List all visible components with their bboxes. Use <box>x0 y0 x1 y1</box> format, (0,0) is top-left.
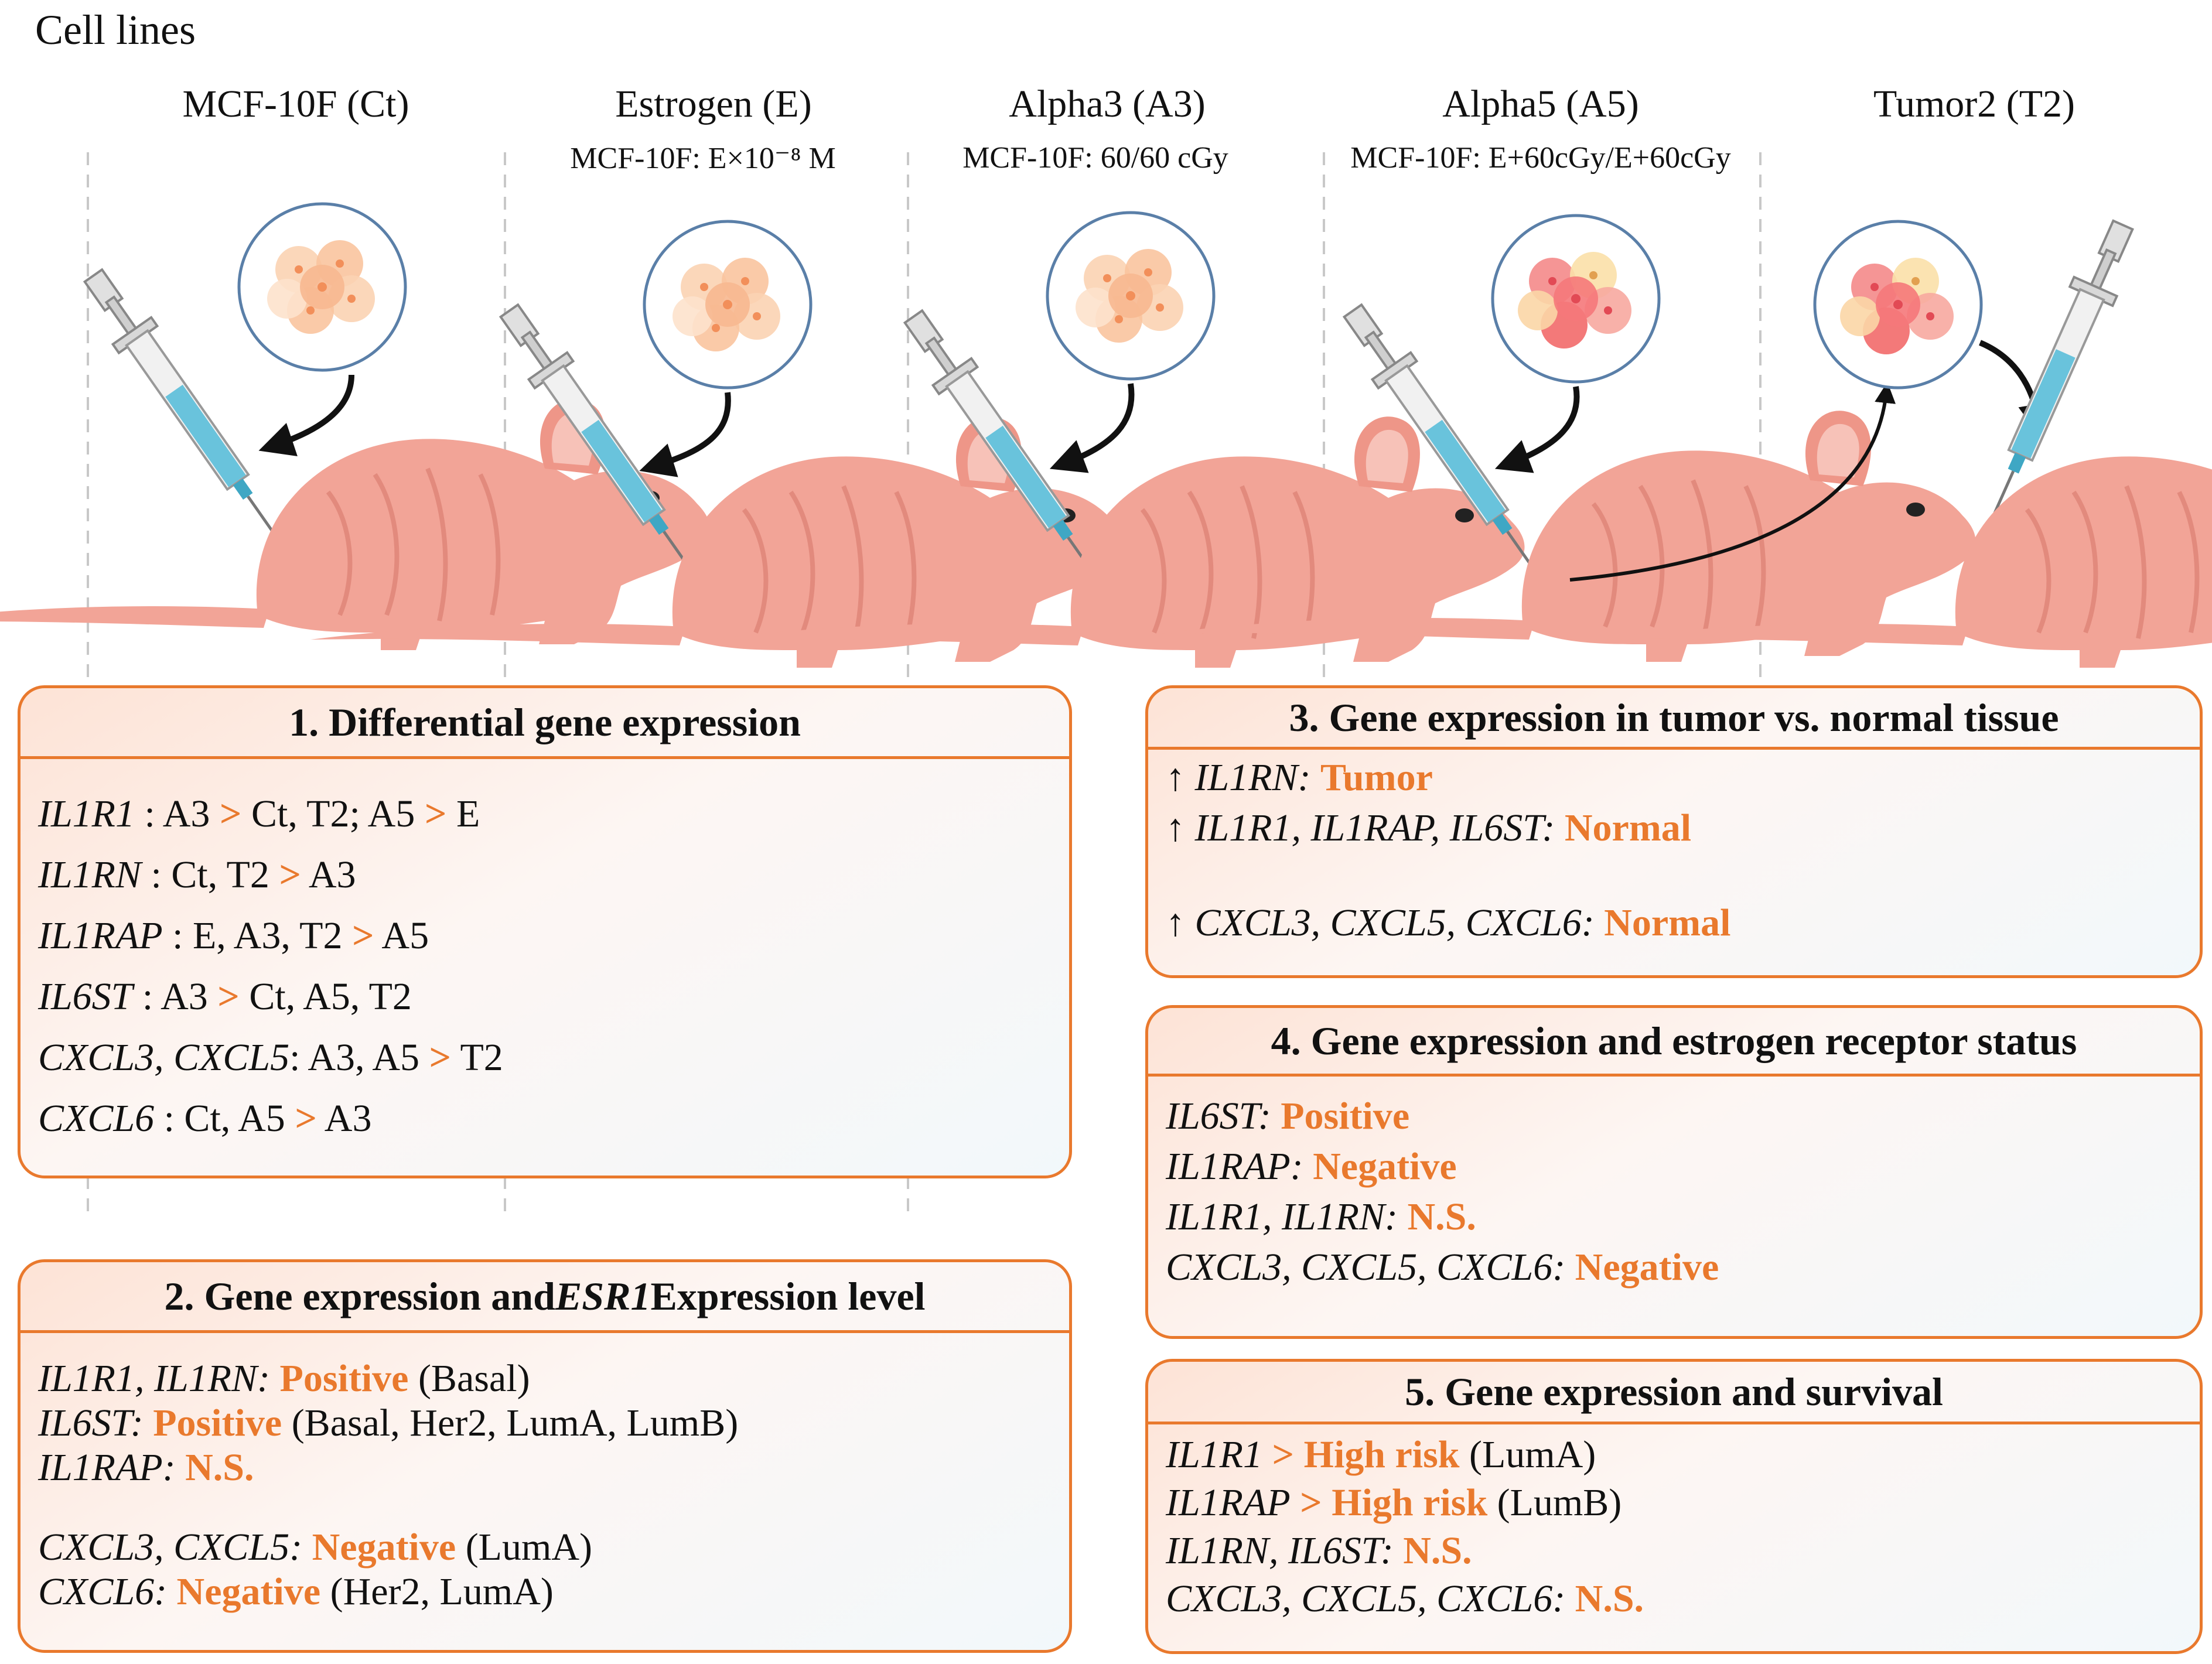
box-1-row: CXCL3, CXCL5: A3, A5 > T2 <box>38 1036 503 1079</box>
up-arrow-icon: ↑ <box>1166 807 1185 849</box>
box-1-row: IL6ST : A3 > Ct, A5, T2 <box>38 975 412 1018</box>
box-5-body: IL1R1 > High risk (LumA) IL1RAP > High r… <box>1148 1424 2200 1621</box>
box-1-title: 1. Differential gene expression <box>21 688 1069 759</box>
column-3-art <box>709 211 1525 668</box>
box-1-body: IL1R1 : A3 > Ct, T2; A5 > E IL1RN : Ct, … <box>21 759 1069 1141</box>
box-5-row: CXCL3, CXCL5, CXCL6: N.S. <box>1166 1577 1644 1620</box>
box-3-row: ↑ IL1RN: Tumor <box>1166 756 1433 799</box>
box-2-row: CXCL6: Negative (Her2, LumA) <box>38 1570 554 1613</box>
box-1-row: IL1RN : Ct, T2 > A3 <box>38 853 356 896</box>
column-title-t2: Tumor2 (T2) <box>1873 83 2076 125</box>
box-survival: 5. Gene expression and survival IL1R1 > … <box>1145 1359 2203 1654</box>
box-estrogen-receptor: 4. Gene expression and estrogen receptor… <box>1145 1005 2203 1339</box>
box-3-title: 3. Gene expression in tumor vs. normal t… <box>1148 688 2200 750</box>
box-esr1-expression: 2. Gene expression and ESR1 Expression l… <box>18 1259 1072 1653</box>
box-2-row: IL1R1, IL1RN: Positive (Basal) <box>38 1357 530 1400</box>
box-2-body: IL1R1, IL1RN: Positive (Basal) IL6ST: Po… <box>21 1333 1069 1614</box>
box-4-row: IL6ST: Positive <box>1166 1095 1410 1137</box>
box-3-body: ↑ IL1RN: Tumor ↑ IL1R1, IL1RAP, IL6ST: N… <box>1148 750 2200 945</box>
column-subtitle-a5: MCF-10F: E+60cGy/E+60cGy <box>1350 141 1731 175</box>
box-1-row: IL1R1 : A3 > Ct, T2; A5 > E <box>38 792 480 835</box>
column-4-art <box>1160 214 1976 662</box>
column-title-e: Estrogen (E) <box>615 83 812 125</box>
column-2-art <box>310 220 1127 668</box>
box-2-title: 2. Gene expression and ESR1 Expression l… <box>21 1262 1069 1333</box>
box-5-row: IL1R1 > High risk (LumA) <box>1166 1433 1596 1476</box>
up-arrow-icon: ↑ <box>1166 901 1185 944</box>
page-title: Cell lines <box>35 6 196 53</box>
column-subtitle-a3: MCF-10F: 60/60 cGy <box>962 141 1228 175</box>
box-5-row: IL1RAP > High risk (LumB) <box>1166 1481 1622 1524</box>
column-subtitle-e: MCF-10F: E×10⁻⁸ M <box>570 142 836 175</box>
box-4-row: IL1RAP: Negative <box>1166 1145 1457 1188</box>
column-title-a5: Alpha5 (A5) <box>1442 83 1639 125</box>
column-title-ct: MCF-10F (Ct) <box>182 83 409 125</box>
box-4-row: IL1R1, IL1RN: N.S. <box>1166 1195 1476 1238</box>
box-1-row: IL1RAP : E, A3, T2 > A5 <box>38 914 429 957</box>
box-4-row: CXCL3, CXCL5, CXCL6: Negative <box>1166 1246 1719 1289</box>
column-1-art <box>0 202 711 650</box>
box-5-row: IL1RN, IL6ST: N.S. <box>1166 1529 1472 1572</box>
column-title-a3: Alpha3 (A3) <box>1009 83 1206 125</box>
box-2-row: CXCL3, CXCL5: Negative (LumA) <box>38 1526 592 1569</box>
box-differential-expression: 1. Differential gene expression IL1R1 : … <box>18 685 1072 1178</box>
box-3-row: ↑ IL1R1, IL1RAP, IL6ST: Normal <box>1166 807 1692 849</box>
box-4-body: IL6ST: Positive IL1RAP: Negative IL1R1, … <box>1148 1077 2200 1290</box>
box-2-row: IL6ST: Positive (Basal, Her2, LumA, LumB… <box>38 1402 739 1444</box>
box-1-row: CXCL6 : Ct, A5 > A3 <box>38 1097 372 1140</box>
box-2-row: IL1RAP: N.S. <box>38 1446 254 1489</box>
column-5-art <box>1593 216 2212 668</box>
box-5-title: 5. Gene expression and survival <box>1148 1362 2200 1424</box>
box-4-title: 4. Gene expression and estrogen receptor… <box>1148 1008 2200 1077</box>
box-3-row: ↑ CXCL3, CXCL5, CXCL6: Normal <box>1166 901 1731 944</box>
up-arrow-icon: ↑ <box>1166 756 1185 799</box>
box-tumor-vs-normal: 3. Gene expression in tumor vs. normal t… <box>1145 685 2203 978</box>
